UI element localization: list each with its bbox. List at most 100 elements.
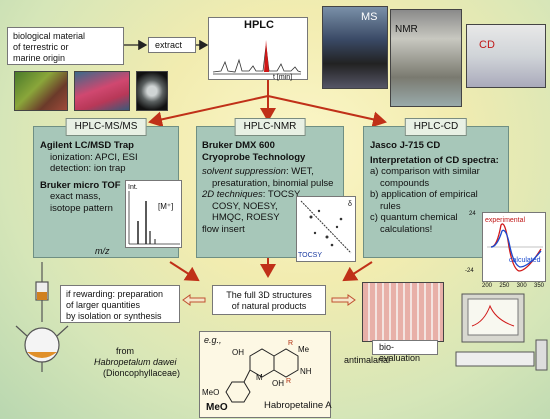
nmr-heading-1: Bruker DMX 600 <box>202 140 275 151</box>
molecule-eg: e.g., <box>204 335 222 345</box>
mass-spectrum: Int. [M⁺] <box>125 180 182 248</box>
panel-ms-title: HPLC-MS/MS <box>65 118 147 136</box>
source-line-1: biological material <box>13 31 86 41</box>
cd-y-bottom: -24 <box>465 268 474 274</box>
twod-line-3: HMQC, ROESY <box>212 212 280 223</box>
ms-detection: detection: ion trap <box>50 163 126 174</box>
ms-heading: Agilent LC/MSD Trap <box>40 140 134 151</box>
spectrum-mz-label: m/z <box>95 246 110 256</box>
extract-box: extract <box>148 37 196 53</box>
bio-evaluation-label: bio-evaluation <box>379 342 421 363</box>
cd-a-1: a) comparison with similar <box>370 166 480 177</box>
center-structures-box: The full 3D structures of natural produc… <box>212 285 326 315</box>
cd-a-2: compounds <box>380 177 430 189</box>
tof-line-1: exact mass, <box>50 191 101 202</box>
molecule-meo-2: MeO <box>206 402 228 413</box>
cd-b-1: b) application of empirical <box>370 189 478 200</box>
molecule-name: Habropetaline A <box>264 400 332 411</box>
cd-c-1: c) quantum chemical <box>370 212 458 223</box>
rewarding-line-1: if rewarding: preparation <box>66 289 164 299</box>
microscope-photo <box>136 71 168 111</box>
ms-label: MS <box>361 11 378 23</box>
source-line-3: marine origin <box>13 53 66 63</box>
source-material-box: biological material of terrestric or mar… <box>7 27 124 65</box>
molecule-m: M <box>256 373 263 382</box>
species-family: (Dioncophyllaceae) <box>103 368 181 378</box>
nmr-2d-spectrum: TOCSY δ <box>296 196 356 262</box>
spectrum-mplus: [M⁺] <box>158 202 174 211</box>
cd-x-tick: 300 <box>516 283 527 289</box>
rewarding-line-3: by isolation or synthesis <box>66 311 162 321</box>
molecule-me: Me <box>298 345 310 354</box>
hplc-box: HPLC t [min] <box>208 17 308 81</box>
solvent-label: solvent suppression <box>202 166 286 177</box>
cd-interpretation: Interpretation of CD spectra: <box>370 154 499 166</box>
species-name: Habropetalum dawei <box>94 357 177 367</box>
twod-line-2: COSY, NOESY, <box>212 200 278 212</box>
arrow-ms-center <box>169 261 200 282</box>
arrow-cd-center <box>342 261 373 282</box>
arrow-to-bio <box>331 294 356 306</box>
cd-x-tick: 350 <box>534 283 545 289</box>
well-plate-photo <box>362 282 444 342</box>
bio-evaluation-box: bio-evaluation <box>372 340 438 363</box>
hplc-title: HPLC <box>244 19 274 31</box>
molecule-oh-2: OH <box>272 379 284 388</box>
cd-label: CD <box>479 39 495 51</box>
center-line-2: of natural products <box>231 301 307 311</box>
cd-b-2: rules <box>380 200 401 212</box>
panel-nmr-title: HPLC-NMR <box>234 118 306 136</box>
molecule-meo-1: MeO <box>202 388 220 397</box>
cd-y-top: 24 <box>469 211 476 217</box>
twod-label: 2D techniques <box>202 189 263 200</box>
hplc-axis-label: t [min] <box>273 74 293 81</box>
cd-spectrum: experimental calculated <box>482 212 546 282</box>
arrow-to-ms <box>148 95 269 128</box>
molecule-r-2: R <box>286 378 292 385</box>
molecule-box: e.g., OH M Me NH R R OH MeO MeO Habropet… <box>199 331 332 418</box>
tocsy-label: TOCSY <box>298 252 322 259</box>
plant-photo <box>14 71 68 111</box>
ms-ionization: ionization: APCI, ESI <box>50 151 138 163</box>
cd-heading: Jasco J-715 CD <box>370 140 441 151</box>
cd-x-tick: 250 <box>499 283 510 289</box>
nmr-label: NMR <box>395 24 418 35</box>
species-from: from <box>116 346 134 356</box>
molecule-r-1: R <box>288 340 294 347</box>
solvent-line-2: presaturation, binomial pulse <box>212 177 334 189</box>
solvent-value: : WET, <box>285 166 314 177</box>
twod-value: : TOCSY, <box>262 189 302 200</box>
delta-label: δ <box>348 201 352 208</box>
center-line-1: The full 3D structures <box>226 290 312 300</box>
nmr-heading-2: Cryoprobe Technology <box>202 151 306 163</box>
flow-insert: flow insert <box>202 223 245 235</box>
tof-heading: Bruker micro TOF <box>40 179 121 191</box>
panel-cd-title: HPLC-CD <box>404 118 468 136</box>
spectrum-int-label: Int. <box>128 184 138 191</box>
extract-label: extract <box>155 40 183 50</box>
source-line-2: of terrestric or <box>13 42 69 52</box>
cd-c-2: calculations! <box>380 223 433 235</box>
coral-photo <box>74 71 130 111</box>
cd-x-tick: 200 <box>482 283 493 289</box>
habropetaline-structure <box>225 348 299 403</box>
rewarding-box: if rewarding: preparation of larger quan… <box>60 285 180 323</box>
arrow-to-rewarding <box>182 294 206 306</box>
molecule-nh: NH <box>300 367 312 376</box>
panel-hplc-cd: HPLC-CD Jasco J-715 CD Interpretation of… <box>363 118 509 258</box>
cd-experimental-label: experimental <box>485 217 526 224</box>
separatory-funnel-icon <box>15 262 69 372</box>
rewarding-line-2: of larger quantities <box>66 300 141 310</box>
tof-line-2: isotope pattern <box>50 202 113 214</box>
highlighted-peak <box>264 40 269 72</box>
ms-photo: MS <box>322 6 388 89</box>
nmr-photo: NMR <box>390 9 462 107</box>
cd-photo: CD <box>466 24 546 88</box>
cd-calculated-label: calculated <box>509 257 541 264</box>
molecule-oh-1: OH <box>232 348 244 357</box>
chromatogram <box>212 40 302 75</box>
arrow-to-cd <box>267 95 387 128</box>
antimalarial-label: antimalarial <box>344 355 391 365</box>
